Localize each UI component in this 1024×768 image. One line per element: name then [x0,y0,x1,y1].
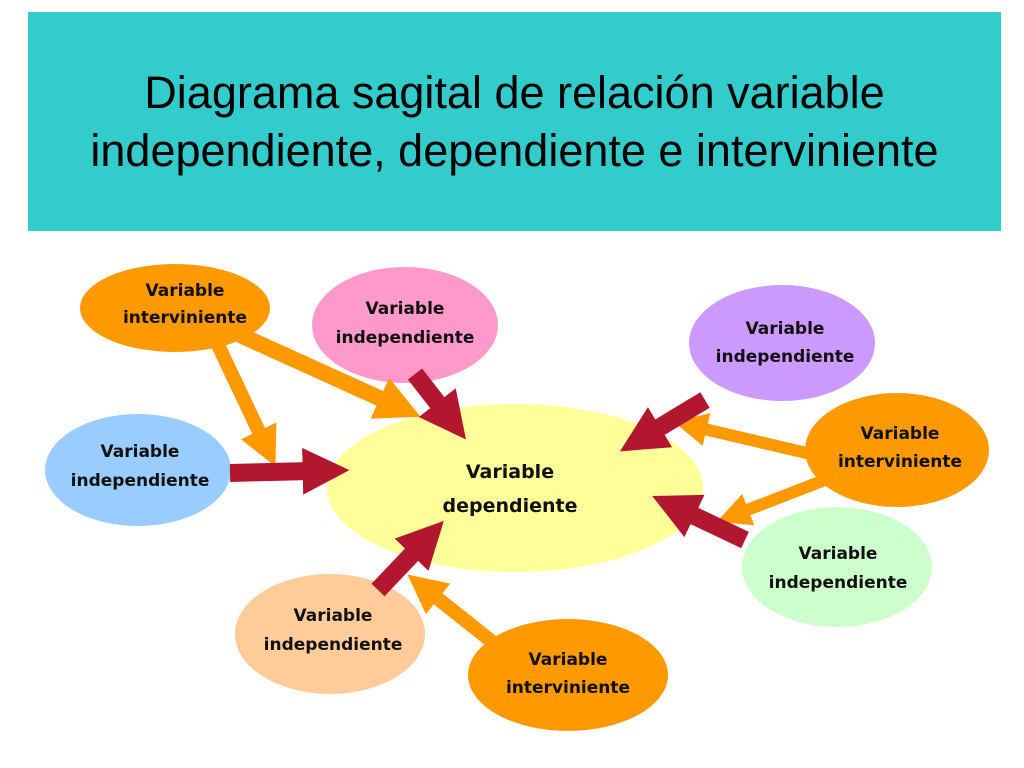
interviniente-bottom-line1: Variable [529,650,608,670]
independiente-peach-line2: independiente [264,635,403,655]
independiente-purple-line2: independiente [716,347,855,367]
central-label-line2: dependiente [443,495,578,517]
title-banner: Diagrama sagital de relación variable in… [28,12,1001,231]
arrow-interviniente-to-dependiente-a [236,327,421,419]
arrow-interviniente-right-to-dependiente [673,413,817,461]
arrow-interviniente-to-blue [211,342,277,467]
central-label-line1: Variable [466,461,554,483]
node-interviniente-bottom [468,619,668,731]
arrow-blue-to-dependiente [229,447,350,495]
independiente-blue-line1: Variable [101,442,180,462]
node-interviniente-top-left [80,264,270,352]
node-independiente-green [742,507,932,627]
interviniente-bottom-line2: interviniente [506,678,630,698]
independiente-pink-line2: independiente [336,328,475,348]
arrow-interviniente-right-to-green [716,472,833,526]
node-independiente-purple [689,285,875,401]
node-interviniente-right [805,393,989,507]
independiente-peach-line1: Variable [294,606,373,626]
independiente-green-line2: independiente [769,573,908,593]
node-independiente-blue [45,414,231,526]
arrow-purple-to-dependiente [619,392,710,452]
independiente-green-line1: Variable [799,544,878,564]
independiente-pink-line1: Variable [366,299,445,319]
interviniente-top-left-line2: interviniente [123,308,247,328]
interviniente-top-left-line1: Variable [146,281,225,301]
node-independiente-peach [235,574,425,694]
independiente-blue-line2: independiente [71,471,210,491]
node-independiente-pink [312,267,498,383]
central-node-dependiente [327,404,703,572]
arrow-peach-to-dependiente [371,520,444,597]
interviniente-right-line1: Variable [861,424,940,444]
independiente-purple-line1: Variable [746,319,825,339]
page-title: Diagrama sagital de relación variable in… [90,66,939,176]
interviniente-right-line2: interviniente [838,452,962,472]
arrow-green-to-dependiente [652,494,749,549]
arrow-pink-to-dependiente [407,368,466,440]
arrow-interviniente-bottom-to-peach [407,574,505,654]
